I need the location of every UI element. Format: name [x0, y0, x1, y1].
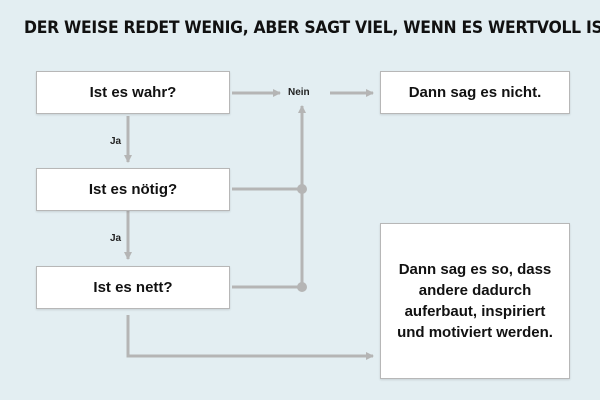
edge-label-ja-2: Ja: [110, 233, 122, 244]
junction-nett: [297, 282, 307, 292]
question-noetig-label: Ist es nötig?: [88, 181, 178, 198]
junction-noetig: [297, 184, 307, 194]
result-nicht-box: Dann sag es nicht.: [380, 71, 570, 114]
edge-label-ja-1: Ja: [110, 136, 122, 147]
question-noetig-box: Ist es nötig?: [36, 168, 230, 211]
question-nett-box: Ist es nett?: [36, 266, 230, 309]
result-nicht-label: Dann sag es nicht.: [408, 84, 542, 101]
result-so-box: Dann sag es so, dass andere dadurch aufe…: [380, 223, 570, 379]
question-wahr-label: Ist es wahr?: [89, 84, 177, 101]
edge-label-nein: Nein: [288, 87, 310, 98]
result-so-label: Dann sag es so, dass andere dadurch aufe…: [397, 261, 553, 341]
question-nett-label: Ist es nett?: [93, 279, 173, 296]
arrow-nett-to-so: [126, 315, 374, 360]
page-title: DER WEISE REDET WENIG, ABER SAGT VIEL, W…: [24, 18, 600, 38]
question-wahr-box: Ist es wahr?: [36, 71, 230, 114]
